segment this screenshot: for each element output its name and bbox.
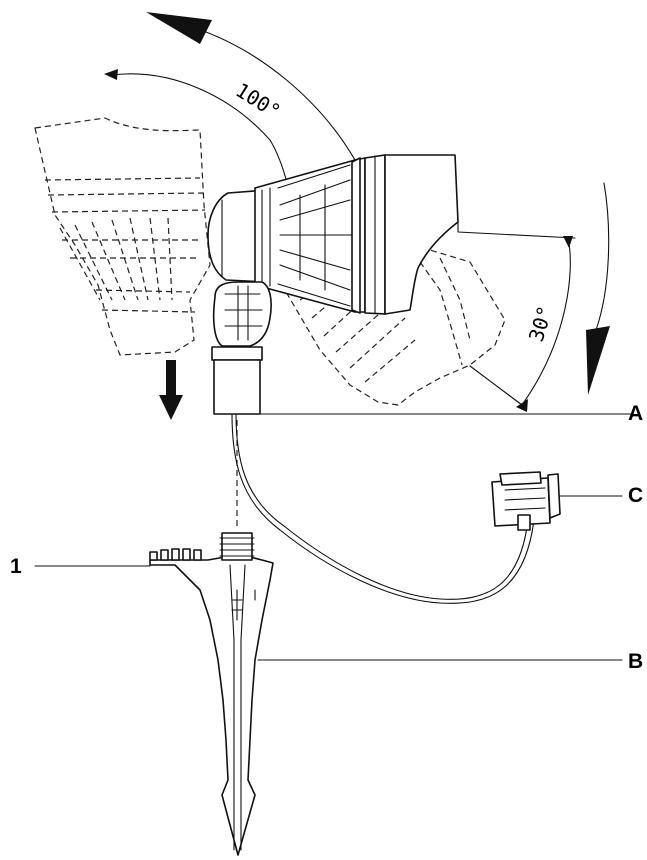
label-c: C [628, 484, 643, 507]
rotation-arrow-30 [469, 182, 610, 412]
cable [231, 413, 535, 604]
pivot-mount [211, 281, 272, 415]
connector [491, 471, 623, 531]
label-a: A [628, 402, 643, 425]
label-b: B [628, 650, 643, 673]
down-arrow-icon [159, 360, 183, 420]
angle-down-label: 30° [524, 303, 558, 345]
lamp-head [207, 154, 576, 315]
ground-stake [149, 532, 274, 856]
lamp-head-tilted-up [34, 117, 211, 356]
angle-up-label: 100° [231, 78, 285, 124]
label-1: 1 [10, 555, 22, 578]
